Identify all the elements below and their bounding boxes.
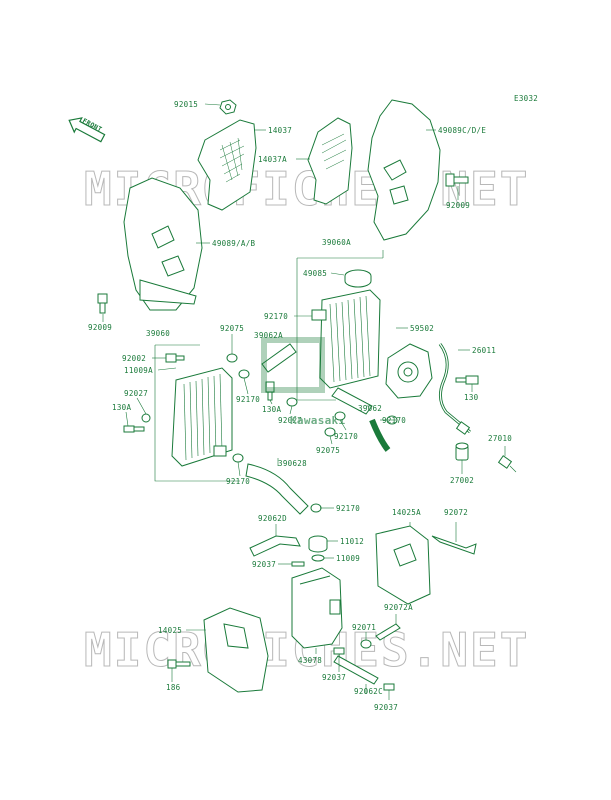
callout-43078: 43078 <box>298 656 322 665</box>
front-arrow-icon <box>68 117 106 143</box>
callout-11009a: 11009A <box>124 366 153 375</box>
cap-27002 <box>455 442 469 461</box>
callout-11009: 11009 <box>336 554 360 563</box>
callout-92027-left: 92027 <box>124 389 148 398</box>
callout-92170-a: 92170 <box>264 312 288 321</box>
callout-92027-center: 92027 <box>278 416 302 425</box>
callout-39062: 39062 <box>358 404 382 413</box>
cover-14025 <box>203 607 269 693</box>
callout-92009-left: 92009 <box>88 323 112 332</box>
hose-39062a <box>261 343 297 373</box>
callout-49089ab: 49089/A/B <box>212 239 256 248</box>
shroud-49089cde <box>367 99 441 241</box>
clip-92072a <box>375 623 401 641</box>
clip-92037-mid <box>333 647 345 655</box>
bolt-92009-left <box>97 293 108 314</box>
clip-92037-top <box>291 561 305 567</box>
callout-11012: 11012 <box>340 537 364 546</box>
callout-390628: 390628 <box>278 459 307 468</box>
callout-14037: 14037 <box>268 126 292 135</box>
callout-27002: 27002 <box>450 476 474 485</box>
clip-92037-bottom <box>383 683 395 691</box>
callout-92170-b: 92170 <box>236 395 260 404</box>
kawasaki-logo <box>261 337 325 393</box>
shroud-49089ab <box>123 177 203 311</box>
callout-130a-center: 130A <box>262 405 281 414</box>
callout-26011: 26011 <box>472 346 496 355</box>
callout-59502: 59502 <box>410 324 434 333</box>
clamp-92170-b <box>238 369 250 379</box>
hose-390628 <box>245 463 309 515</box>
callout-92072: 92072 <box>444 508 468 517</box>
callout-92170-e: 92170 <box>226 477 250 486</box>
callout-39062a: 39062A <box>254 331 283 340</box>
clamp-92170-c <box>334 411 346 421</box>
clamp-92170-f <box>310 503 322 513</box>
hose-39062 <box>331 387 373 415</box>
radiator-right <box>311 289 381 389</box>
callout-14025: 14025 <box>158 626 182 635</box>
callout-92037-c: 92037 <box>374 703 398 712</box>
bolt-130a-left <box>123 425 145 433</box>
callout-49089cde: 49089C/D/E <box>438 126 486 135</box>
callout-130a-left: 130A <box>112 403 131 412</box>
tube-92062c <box>333 655 379 685</box>
cover-14025a <box>375 525 431 605</box>
radiator-cap-49085 <box>344 269 372 288</box>
grommet-92075-a <box>226 353 238 363</box>
gasket-11009 <box>311 554 325 562</box>
grommet-92075-b <box>324 427 336 437</box>
bracket-92072 <box>431 535 477 555</box>
callout-92062d: 92062D <box>258 514 287 523</box>
callout-92170-d: 92170 <box>382 416 406 425</box>
callout-14025a: 14025A <box>392 508 421 517</box>
callout-92071: 92071 <box>352 623 376 632</box>
callout-186: 186 <box>166 683 181 692</box>
bolt-92015 <box>219 99 237 115</box>
bolt-92009-right <box>445 173 469 187</box>
callout-49085: 49085 <box>303 269 327 278</box>
callout-39060a: 39060A <box>322 238 351 247</box>
callout-130: 130 <box>464 393 479 402</box>
bolt-92002 <box>165 353 185 363</box>
callout-92075-b: 92075 <box>316 446 340 455</box>
grille-14037 <box>197 119 257 211</box>
callout-92170-f: 92170 <box>336 504 360 513</box>
callout-92009-right: 92009 <box>446 201 470 210</box>
clamp-92170-e <box>232 453 244 463</box>
callout-92072a: 92072A <box>384 603 413 612</box>
fan-switch-27010 <box>497 455 517 473</box>
kawasaki-logo-text: Kawasaki <box>290 414 345 427</box>
radiator-left <box>171 367 233 467</box>
bolt-130 <box>455 375 479 385</box>
callout-92037-a: 92037 <box>252 560 276 569</box>
grille-14037a <box>307 117 353 205</box>
callout-14037a: 14037A <box>258 155 287 164</box>
reservoir-tank-43078 <box>291 567 343 649</box>
callout-92062c: 92062C <box>354 687 383 696</box>
grommet-92027-left <box>141 413 151 423</box>
diagram-code: E3032 <box>514 94 538 103</box>
callout-92075-a: 92075 <box>220 324 244 333</box>
callout-92015: 92015 <box>174 100 198 109</box>
water-pump-59502 <box>385 343 433 399</box>
reservoir-cap-11012 <box>308 535 328 553</box>
grommet-92027-center <box>286 397 298 407</box>
callout-92170-c: 92170 <box>334 432 358 441</box>
callout-39060: 39060 <box>146 329 170 338</box>
callout-27010: 27010 <box>488 434 512 443</box>
callout-92037-b: 92037 <box>322 673 346 682</box>
grommet-92071 <box>360 639 372 649</box>
callout-92002: 92002 <box>122 354 146 363</box>
tube-92062d <box>249 535 301 557</box>
